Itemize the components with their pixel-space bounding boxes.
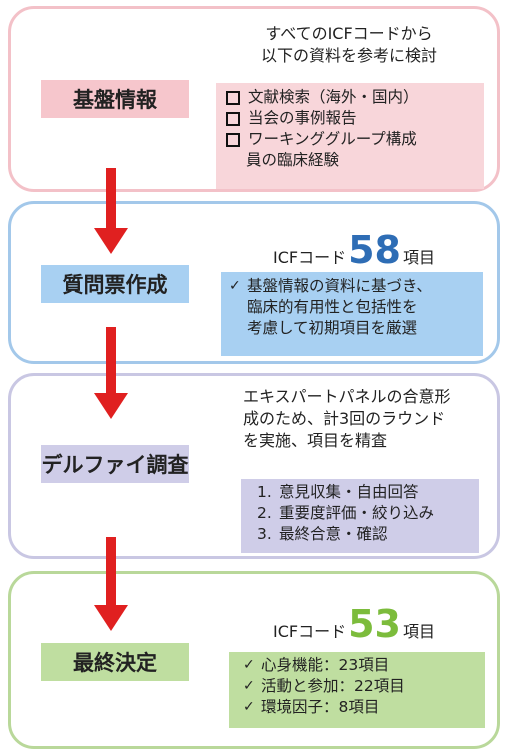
count-number: 58 xyxy=(348,228,401,272)
description-line: 考慮して初期項目を厳選 xyxy=(247,319,418,337)
checkbox-square-icon xyxy=(226,133,240,147)
step-label-questionnaire: 質問票作成 xyxy=(41,265,189,303)
count-prefix: ICFコード xyxy=(273,622,347,641)
delphi-intro: エキスパートパネルの合意形 成のため、計3回のラウンド を実施、項目を精査 xyxy=(243,386,493,452)
foundation-intro-line-1: すべてのICFコードから xyxy=(265,24,433,43)
delphi-rounds-box: 1. 意見収集・自由回答 2. 重要度評価・絞り込み 3. 最終合意・確認 xyxy=(241,479,479,553)
foundation-intro-line-2: 以下の資料を参考に検討 xyxy=(260,46,437,65)
round-item: 3. 最終合意・確認 xyxy=(257,524,469,545)
count-suffix: 項目 xyxy=(403,248,436,267)
check-mark-icon: ✓ xyxy=(243,699,255,715)
questionnaire-description-box: ✓ 基盤情報の資料に基づき、 臨床的有用性と包括性を 考慮して初期項目を厳選 xyxy=(221,272,483,356)
step-panel-final: 最終決定 ICFコード 53 項目 ✓ 心身機能：23項目 ✓ 活動と参加：22… xyxy=(8,571,500,749)
down-arrow-icon xyxy=(94,537,128,631)
source-item: 文献検索（海外・国内） xyxy=(224,87,476,108)
down-arrow-icon xyxy=(94,168,128,254)
category-text: 心身機能：23項目 xyxy=(261,656,390,674)
category-item: ✓ 活動と参加：22項目 xyxy=(243,676,477,697)
source-item-text: 文献検索（海外・国内） xyxy=(248,88,419,106)
delphi-intro-line-1: エキスパートパネルの合意形 xyxy=(243,387,451,406)
round-text: 最終合意・確認 xyxy=(279,525,388,543)
category-item: ✓ 心身機能：23項目 xyxy=(243,655,477,676)
round-number: 2. xyxy=(257,504,272,522)
foundation-sources-box: 文献検索（海外・国内） 当会の事例報告 ワーキンググループ構成 員の臨床経験 xyxy=(216,83,484,189)
category-text: 環境因子：8項目 xyxy=(261,698,380,716)
source-item: 当会の事例報告 xyxy=(224,108,476,129)
count-prefix: ICFコード xyxy=(273,248,347,267)
round-text: 重要度評価・絞り込み xyxy=(279,504,435,522)
source-item-text: 当会の事例報告 xyxy=(248,109,357,127)
source-item-text: ワーキンググループ構成 xyxy=(248,130,417,148)
count-suffix: 項目 xyxy=(403,622,436,641)
step-label-foundation: 基盤情報 xyxy=(41,80,189,118)
round-number: 3. xyxy=(257,525,272,543)
step-panel-foundation: 基盤情報 すべてのICFコードから 以下の資料を参考に検討 文献検索（海外・国内… xyxy=(8,6,500,192)
source-item-continuation: 員の臨床経験 xyxy=(246,151,340,169)
foundation-intro: すべてのICFコードから 以下の資料を参考に検討 xyxy=(224,23,474,67)
checkbox-square-icon xyxy=(226,91,240,105)
checkbox-square-icon xyxy=(226,112,240,126)
delphi-intro-line-2: 成のため、計3回のラウンド xyxy=(243,409,446,428)
step-label-final: 最終決定 xyxy=(41,643,189,681)
round-item: 2. 重要度評価・絞り込み xyxy=(257,503,469,524)
questionnaire-count-heading: ICFコード 58 項目 xyxy=(273,228,435,272)
check-mark-icon: ✓ xyxy=(243,657,255,673)
round-number: 1. xyxy=(257,483,272,501)
category-item: ✓ 環境因子：8項目 xyxy=(243,697,477,718)
check-mark-icon: ✓ xyxy=(229,278,241,294)
category-text: 活動と参加：22項目 xyxy=(261,677,405,695)
round-item: 1. 意見収集・自由回答 xyxy=(257,482,469,503)
final-count-heading: ICFコード 53 項目 xyxy=(273,602,435,646)
description-text: 基盤情報の資料に基づき、 xyxy=(247,277,432,295)
description-line: 臨床的有用性と包括性を xyxy=(247,298,418,316)
final-categories-box: ✓ 心身機能：23項目 ✓ 活動と参加：22項目 ✓ 環境因子：8項目 xyxy=(229,652,485,728)
description-line: ✓ 基盤情報の資料に基づき、 xyxy=(229,276,475,297)
down-arrow-icon xyxy=(94,327,128,419)
round-text: 意見収集・自由回答 xyxy=(279,483,419,501)
step-panel-delphi: デルファイ調査 エキスパートパネルの合意形 成のため、計3回のラウンド を実施、… xyxy=(8,373,500,559)
count-number: 53 xyxy=(348,602,401,646)
step-label-delphi: デルファイ調査 xyxy=(41,445,189,483)
delphi-intro-line-3: を実施、項目を精査 xyxy=(243,431,388,450)
source-item: ワーキンググループ構成 xyxy=(224,129,476,150)
check-mark-icon: ✓ xyxy=(243,678,255,694)
step-panel-questionnaire: 質問票作成 ICFコード 58 項目 ✓ 基盤情報の資料に基づき、 臨床的有用性… xyxy=(8,201,500,364)
